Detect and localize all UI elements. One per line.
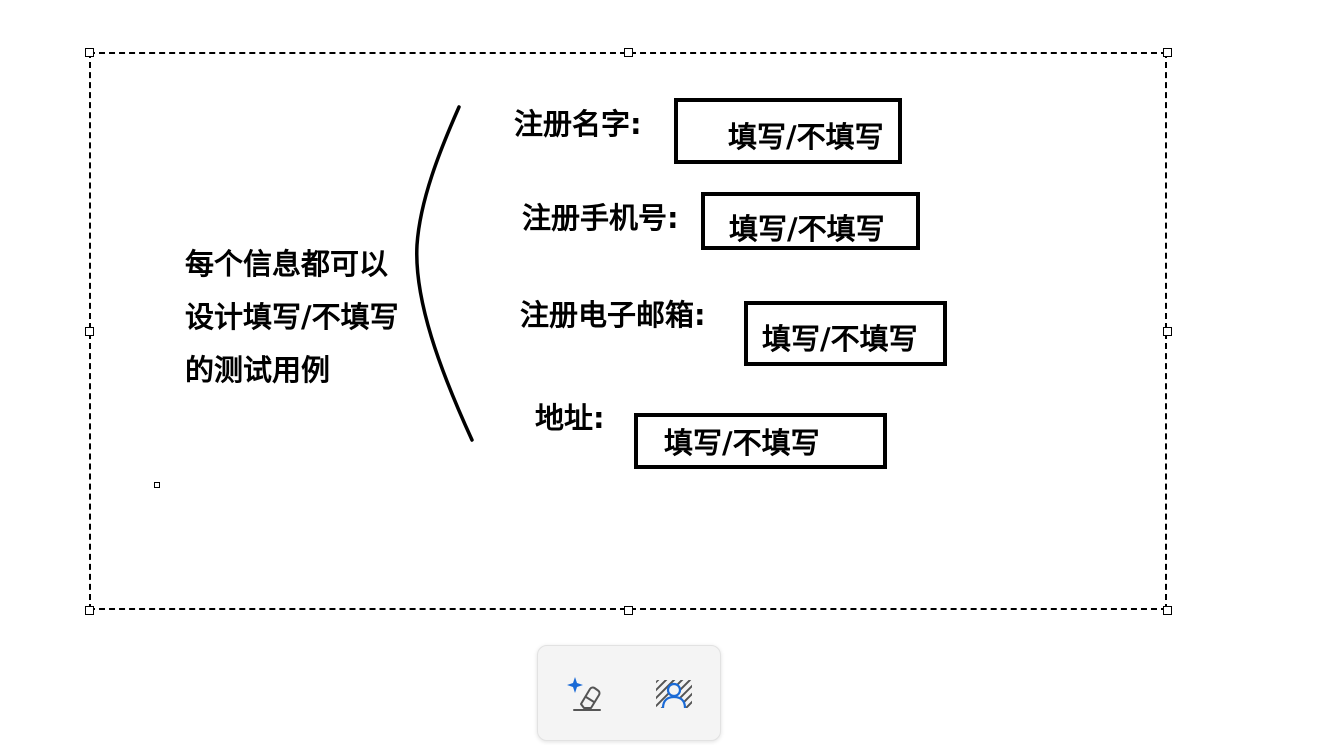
field-value: 填写/不填写 [729, 212, 885, 246]
field-box-address: 填写/不填写 [634, 413, 887, 469]
field-label-address: 地址: [535, 401, 605, 435]
resize-handle-top-middle[interactable] [624, 48, 633, 57]
field-label-email: 注册电子邮箱: [520, 298, 706, 332]
eraser-sparkle-icon [567, 677, 601, 711]
magic-eraser-button[interactable] [558, 668, 610, 720]
description-line: 每个信息都可以 [185, 247, 389, 281]
field-label-name: 注册名字: [514, 107, 642, 141]
resize-handle-middle-left[interactable] [85, 327, 94, 336]
field-box-email: 填写/不填写 [744, 301, 947, 366]
field-value: 填写/不填写 [664, 426, 820, 460]
small-marker [154, 482, 160, 488]
resize-handle-top-left[interactable] [85, 48, 94, 57]
field-value: 填写/不填写 [728, 120, 884, 154]
field-box-name: 填写/不填写 [674, 98, 902, 164]
background-person-icon [656, 680, 692, 709]
remove-background-button[interactable] [648, 668, 700, 720]
resize-handle-middle-right[interactable] [1163, 327, 1172, 336]
resize-handle-bottom-middle[interactable] [624, 606, 633, 615]
description-line: 的测试用例 [185, 353, 331, 387]
field-value: 填写/不填写 [762, 322, 918, 356]
field-box-phone: 填写/不填写 [701, 192, 920, 250]
description-text: 每个信息都可以 设计填写/不填写 的测试用例 [185, 238, 399, 397]
resize-handle-top-right[interactable] [1163, 48, 1172, 57]
resize-handle-bottom-left[interactable] [85, 606, 94, 615]
resize-handle-bottom-right[interactable] [1163, 606, 1172, 615]
field-label-phone: 注册手机号: [522, 201, 679, 235]
description-line: 设计填写/不填写 [185, 300, 399, 334]
floating-toolbar [537, 645, 721, 741]
